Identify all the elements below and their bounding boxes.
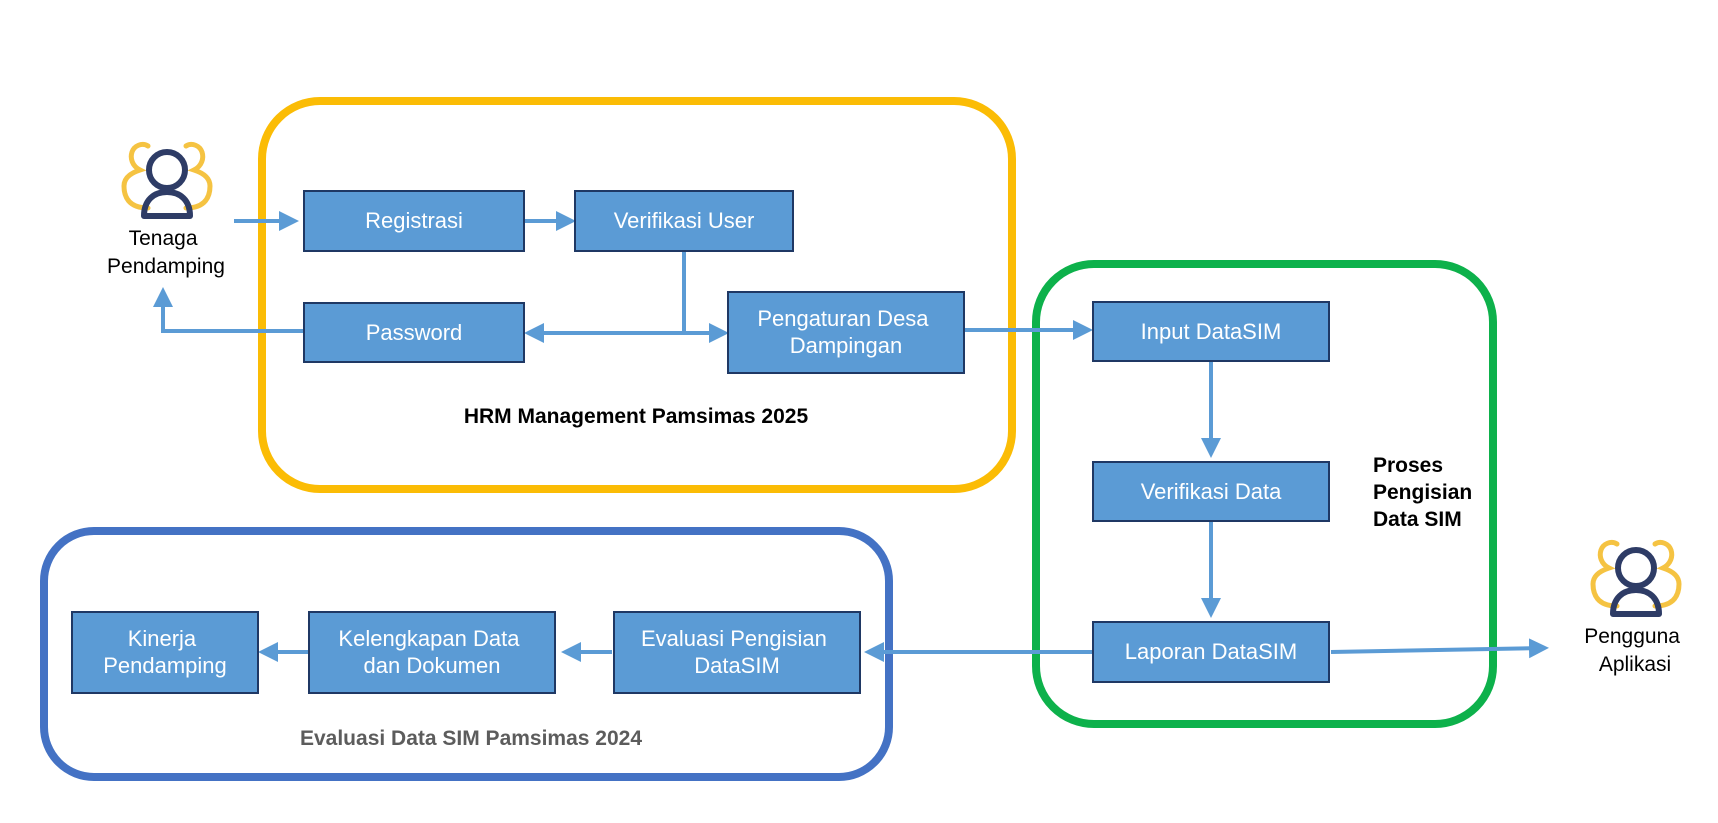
process-label: Kelengkapan Data dan Dokumen <box>338 626 525 678</box>
process-label: Pengaturan Desa Dampingan <box>757 306 934 358</box>
process-label: Registrasi <box>365 208 463 233</box>
group-hrm-container <box>258 97 1016 493</box>
process-label: Kinerja Pendamping <box>103 626 227 678</box>
process-laporan-datasim: Laporan DataSIM <box>1092 621 1330 683</box>
process-label: Verifikasi Data <box>1141 479 1282 504</box>
arrow-laporan-to-pengguna <box>1330 638 1549 659</box>
group-hrm-title: HRM Management Pamsimas 2025 <box>464 405 809 428</box>
actor-label: Pengguna Aplikasi <box>1584 625 1686 676</box>
actor-label: Tenaga Pendamping <box>107 227 225 278</box>
process-box <box>1092 621 1330 683</box>
process-verifikasi-data: Verifikasi Data <box>1092 461 1330 522</box>
process-kinerja: Kinerja Pendamping <box>71 611 259 694</box>
process-evaluasi-pengisian: Evaluasi Pengisian DataSIM <box>613 611 861 694</box>
actor-pengguna-aplikasi: Pengguna Aplikasi <box>1584 539 1686 676</box>
connectors <box>153 211 1549 662</box>
process-box <box>574 190 794 252</box>
process-label: Password <box>366 320 463 345</box>
process-label: Evaluasi Pengisian DataSIM <box>641 626 833 678</box>
process-box <box>613 611 861 694</box>
process-box <box>308 611 556 694</box>
process-password: Password <box>303 302 525 363</box>
process-box <box>1092 301 1330 362</box>
process-label: Laporan DataSIM <box>1125 639 1297 664</box>
process-pengaturan-desa: Pengaturan Desa Dampingan <box>727 291 965 374</box>
process-label: Verifikasi User <box>614 208 755 233</box>
process-label: Input DataSIM <box>1141 319 1282 344</box>
process-registrasi: Registrasi <box>303 190 525 252</box>
group-proses-title: Proses Pengisian Data SIM <box>1373 454 1478 531</box>
process-box <box>1092 461 1330 522</box>
process-verifikasi-user: Verifikasi User <box>574 190 794 252</box>
process-input-datasim: Input DataSIM <box>1092 301 1330 362</box>
group-proses-container <box>1032 260 1497 728</box>
users-icon <box>1590 539 1682 617</box>
arrow-password-to-tenaga <box>153 287 304 333</box>
process-box <box>727 291 965 374</box>
process-kelengkapan: Kelengkapan Data dan Dokumen <box>308 611 556 694</box>
process-box <box>303 190 525 252</box>
actor-tenaga-pendamping: Tenaga Pendamping <box>107 141 225 278</box>
users-icon <box>121 141 213 219</box>
process-box <box>303 302 525 363</box>
process-box <box>71 611 259 694</box>
arrow-verifikasi-to-password <box>524 250 686 343</box>
group-evaluasi-title: Evaluasi Data SIM Pamsimas 2024 <box>300 727 642 750</box>
